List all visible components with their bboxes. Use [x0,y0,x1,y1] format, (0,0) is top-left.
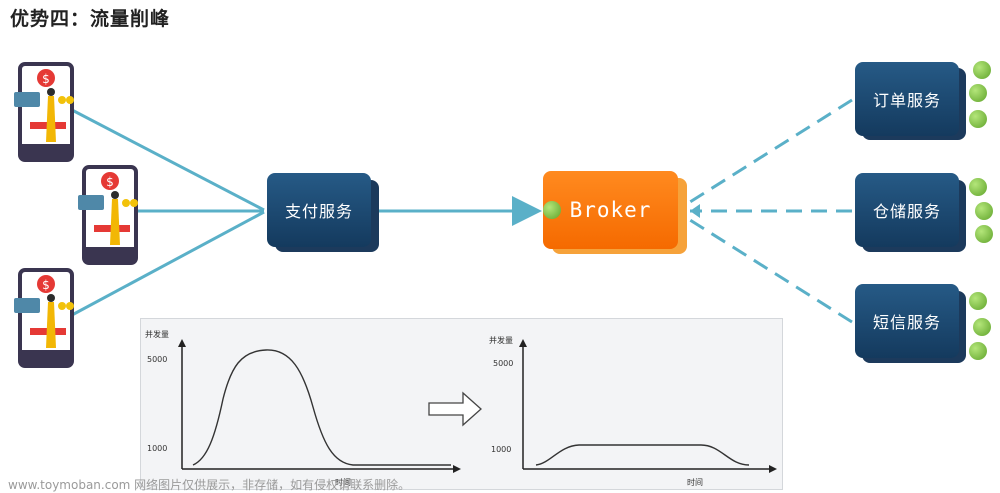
broker-inlet-dot [543,201,561,219]
node-dot [969,292,987,310]
phone-payment-1: $ [14,62,74,162]
storage-service-label: 仓储服务 [872,202,941,221]
node-dot [973,318,991,336]
smoothed-traffic-curve [535,444,750,466]
sms-service-box: 短信服务 [855,284,959,358]
node-dot [969,84,987,102]
traffic-chart-panel: 并发量 5000 1000 时间 并发量 5000 1000 时间 [140,318,783,490]
node-dot [969,178,987,196]
phone1-to-payment-line [71,108,265,212]
phone-payment-2: $ [78,165,138,265]
chart2-xlabel: 时间 [687,478,703,487]
chart1-ylabel: 并发量 [145,330,169,339]
broker-label: Broker [569,198,652,222]
order-to-broker-line [689,98,853,204]
page-title: 优势四：流量削峰 [10,8,171,30]
dollar-icon: $ [106,175,114,189]
sms-service-label: 短信服务 [872,313,941,332]
order-service-box: 订单服务 [855,62,959,136]
traffic-charts [178,339,777,473]
node-dot [969,342,987,360]
chart1-xlabel: 时间 [335,478,351,487]
storage-service-box: 仓储服务 [855,173,959,247]
order-service-label: 订单服务 [872,91,941,110]
chart2-ytick-1000: 1000 [491,445,512,454]
broker-box: Broker [543,171,678,249]
sms-to-broker-line [689,218,853,324]
payment-service-label: 支付服务 [284,202,353,221]
peak-traffic-curve [192,349,451,466]
transform-arrow [428,391,482,427]
chart1-ytick-1000: 1000 [147,444,168,453]
node-dot [975,202,993,220]
phone-payment-3: $ [14,268,74,368]
chart2-ytick-5000: 5000 [493,359,514,368]
broker-inlet-arrow [690,204,700,218]
phone3-to-payment-line [71,210,265,317]
node-dot [975,225,993,243]
dollar-icon: $ [42,278,50,292]
dollar-icon: $ [42,72,50,86]
node-dot [973,61,991,79]
chart2-ylabel: 并发量 [489,336,513,345]
payment-service-box: 支付服务 [267,173,371,247]
chart1-ytick-5000: 5000 [147,355,168,364]
watermark-text: www.toymoban.com 网络图片仅供展示，非存储，如有侵权请联系删除。 [8,478,411,492]
node-dot [969,110,987,128]
